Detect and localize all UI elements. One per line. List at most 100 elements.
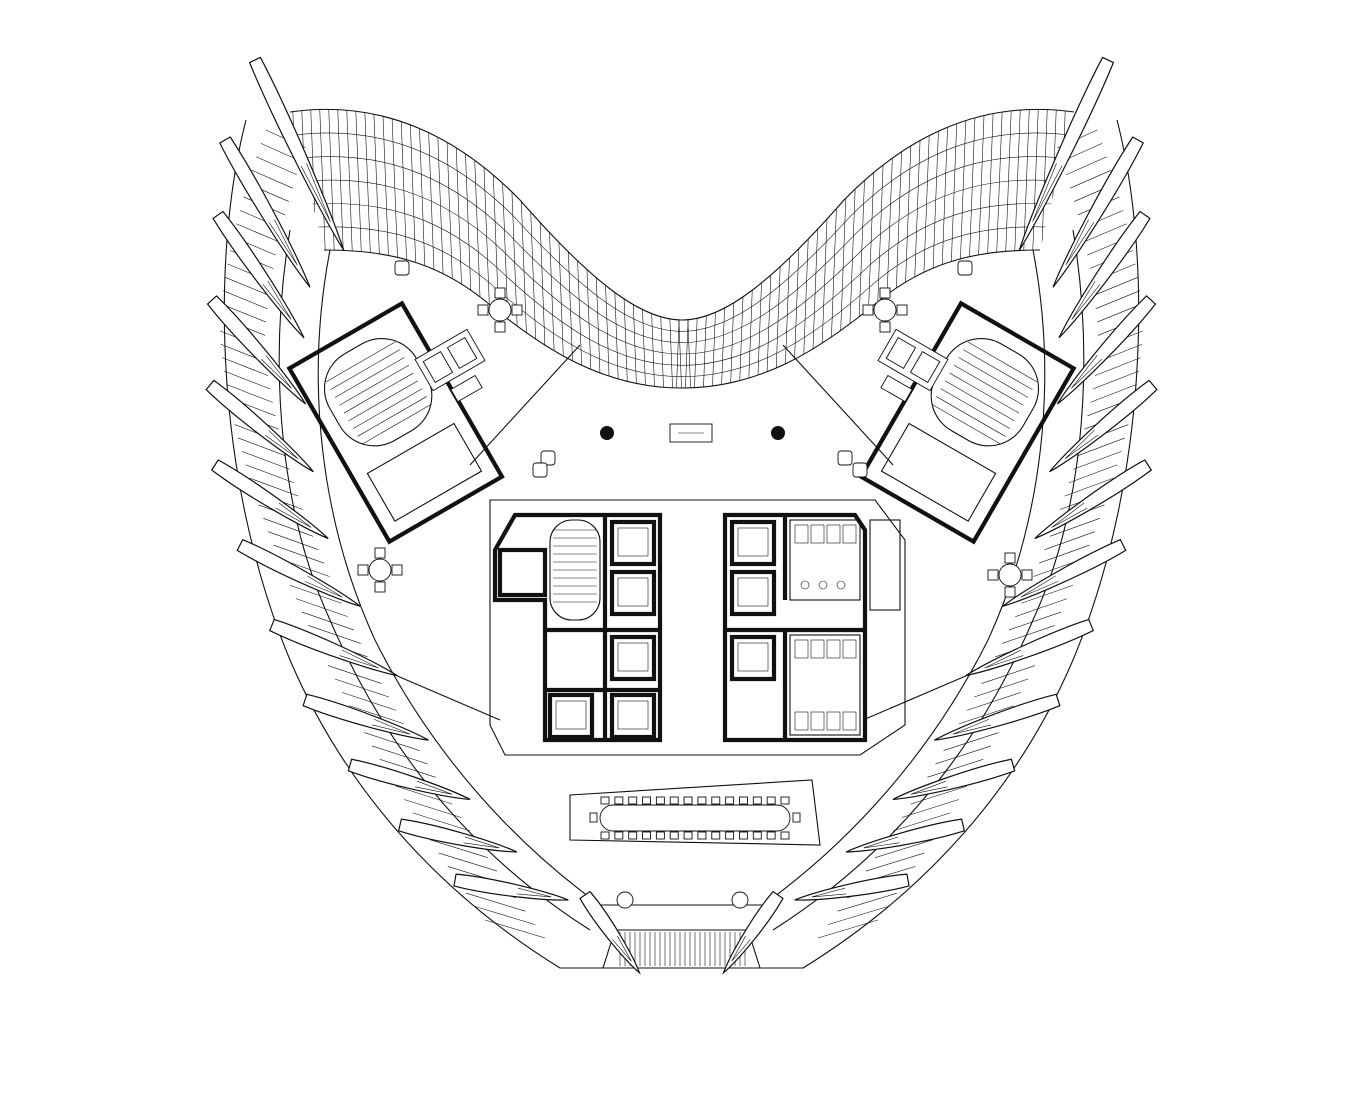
elevator-shaft: [609, 519, 657, 567]
roof-mullion: [408, 109, 422, 389]
fin-body: [205, 379, 314, 473]
elevator-shaft: [609, 634, 657, 682]
facade-rib-left: [251, 169, 293, 189]
blade-fin: [210, 459, 329, 540]
floor-edge-left: [317, 249, 601, 906]
facade-rib-right: [1096, 303, 1142, 323]
facade-rib-right: [1068, 464, 1118, 484]
facade-rib-left: [268, 531, 319, 550]
coffee-table: [880, 374, 913, 403]
facade-rib-right: [974, 678, 1029, 698]
stair-tread: [963, 349, 1033, 390]
round-table-right: [862, 287, 908, 333]
blade-fin: [1058, 210, 1151, 339]
sofa-group: [414, 328, 486, 403]
facade-envelope: [219, 119, 1144, 969]
fin-body: [347, 758, 471, 801]
roof-mullion: [399, 109, 413, 389]
table-chair: [374, 547, 386, 559]
fin-slot: [339, 649, 379, 669]
roof-mullion: [837, 109, 851, 389]
facade-rib-right: [901, 799, 959, 818]
fin-slot: [1071, 280, 1101, 320]
facade-rib-left: [429, 839, 488, 858]
stair-tread: [339, 365, 409, 406]
fin-slot: [300, 163, 331, 222]
roof-mullion: [498, 109, 512, 389]
facade-rib-right: [1090, 384, 1137, 403]
toilet-stall: [810, 711, 825, 731]
fin-slot: [304, 575, 343, 598]
roof-band: [295, 132, 1069, 332]
fin-slot: [811, 887, 847, 898]
roof-mullion: [525, 109, 539, 389]
facade-rib-right: [910, 785, 968, 805]
conference-chairs: [589, 796, 801, 840]
facade-rib-right: [1070, 169, 1112, 189]
roof-mullion: [318, 109, 332, 389]
armchair: [957, 260, 973, 276]
stair-tread: [967, 341, 1038, 383]
fin-slot: [275, 502, 312, 528]
wash-basin: [800, 580, 810, 590]
roof-mullion: [954, 109, 968, 389]
facade-rib-left: [327, 665, 382, 684]
roof-band: [306, 179, 1058, 355]
conference-chair: [752, 796, 762, 805]
stair-tread: [343, 372, 414, 414]
table-chair: [896, 304, 908, 316]
facade-rib-right: [837, 892, 897, 912]
sofa-cushion: [909, 350, 941, 384]
fin-slot: [910, 780, 948, 795]
stair-tread: [361, 403, 432, 445]
table-top: [998, 563, 1022, 587]
facade-rib-right: [892, 812, 951, 832]
conference-chair: [600, 796, 610, 805]
table-chair: [494, 287, 506, 299]
toilet-stalls-upper: [794, 524, 857, 590]
fin-slot: [262, 280, 292, 320]
fin-body: [1056, 295, 1157, 405]
wavy-glass-roof: [289, 108, 1075, 389]
stair-tread: [357, 396, 427, 437]
facade-rib-right: [1049, 518, 1100, 537]
wave-roof-grid: [291, 109, 1069, 389]
partition-left: [394, 674, 501, 721]
facade-rib-right: [1044, 531, 1095, 550]
toilet-stall: [826, 639, 841, 659]
roof-mullion: [354, 109, 368, 389]
roof-mullion: [615, 109, 629, 389]
roof-mullion: [828, 109, 842, 389]
blade-fin: [212, 210, 305, 339]
stair-treads-left: [325, 341, 432, 445]
facade-rib-left: [222, 357, 269, 376]
toilet-stall: [794, 639, 809, 659]
table-chair: [391, 564, 403, 576]
roof-mullion: [675, 109, 689, 389]
sofa-cushion: [422, 350, 454, 384]
roof-mullion: [381, 109, 395, 389]
facade-rib-right: [943, 732, 999, 751]
toilet-stall: [810, 524, 825, 544]
facade-rib-left: [273, 544, 324, 564]
stair-tread: [958, 357, 1029, 398]
roof-mullion: [720, 109, 734, 389]
blade-fin: [268, 618, 398, 677]
central-core: [489, 499, 906, 756]
restroom-lower: [789, 634, 861, 736]
elevator-car: [729, 634, 777, 682]
elevator-cab: [737, 577, 769, 607]
roof-mullion: [678, 109, 692, 389]
toilet-stall: [826, 711, 841, 731]
conference-chair: [739, 831, 748, 840]
elevator-car: [547, 692, 595, 740]
conference-chair: [739, 796, 748, 805]
toilet-stall: [826, 524, 841, 544]
roof-band: [301, 156, 1063, 343]
blade-fin: [1052, 136, 1144, 288]
toilet-stall: [794, 524, 809, 544]
stair-tread: [940, 388, 1011, 429]
facade-rib-right: [1084, 223, 1127, 243]
elevator-bank: [547, 519, 777, 740]
toilet-stall: [842, 524, 857, 544]
